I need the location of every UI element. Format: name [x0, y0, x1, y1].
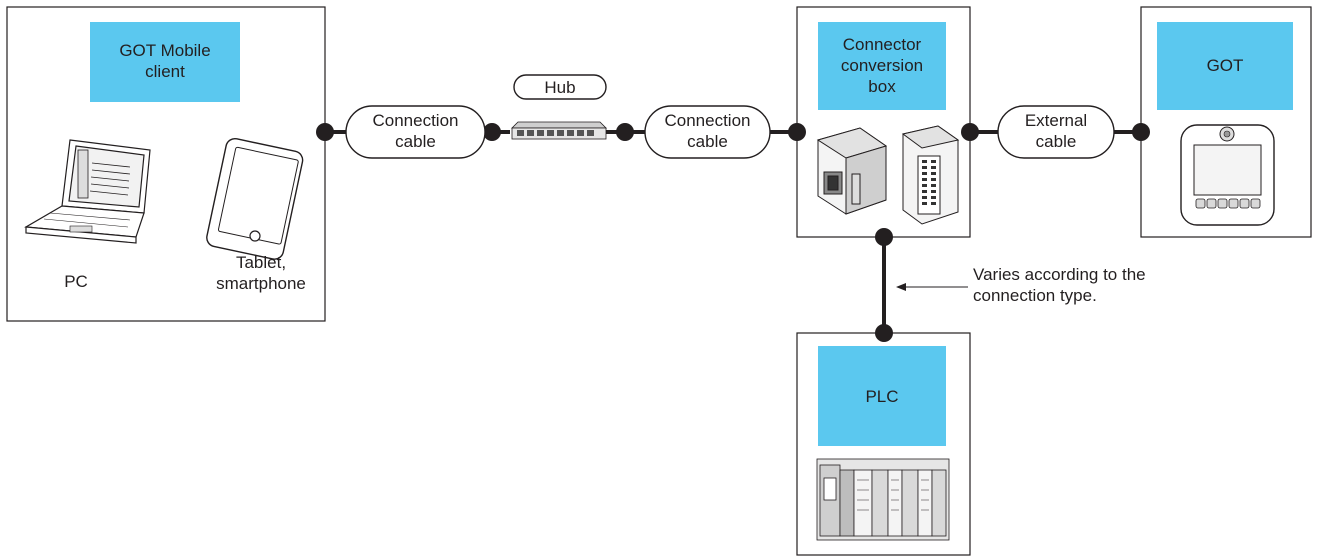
left-connection-cable	[345, 105, 486, 159]
note-line-1: Varies according to the	[973, 265, 1146, 284]
converter-title-line-3: box	[868, 77, 896, 96]
left-cable-line-2: cable	[395, 132, 436, 151]
got-title: GOT	[1206, 56, 1244, 75]
hub-label-pill	[513, 74, 607, 100]
converter-title-fill	[818, 22, 946, 110]
hub-icon	[511, 121, 607, 140]
client-title-line-2: client	[145, 62, 185, 81]
got-title-fill	[1157, 22, 1293, 110]
right-connection-cable	[644, 105, 771, 159]
converter-title: Connector conversion box	[818, 34, 946, 97]
connector-dots	[316, 123, 1150, 342]
converter-title-line-1: Connector	[842, 35, 922, 54]
tablet-label: Tablet, smartphone	[206, 252, 316, 294]
annotation-arrow	[896, 283, 968, 291]
client-title-line-1: GOT Mobile	[119, 41, 211, 60]
client-title-fill	[90, 22, 240, 102]
left-cable-line-1: Connection	[372, 111, 459, 130]
external-cable-label: External cable	[998, 110, 1114, 152]
hub-label: Hub	[544, 78, 576, 97]
connection-type-note: Varies according to the connection type.	[973, 264, 1146, 306]
laptop-icon	[24, 139, 151, 244]
right-cable-line-1: Connection	[664, 111, 751, 130]
connector-conversion-box-icon	[816, 125, 960, 225]
tablet-label-line-2: smartphone	[216, 274, 306, 293]
tablet-label-line-1: Tablet,	[235, 253, 287, 272]
tablet-icon	[206, 137, 304, 260]
client-title: GOT Mobile client	[90, 40, 240, 82]
external-cable-line-1: External	[1024, 111, 1088, 130]
right-cable-line-2: cable	[687, 132, 728, 151]
pc-label: PC	[64, 272, 88, 291]
external-cable	[997, 105, 1115, 159]
note-line-2: connection type.	[973, 286, 1097, 305]
converter-title-line-2: conversion	[840, 56, 924, 75]
left-connection-cable-label: Connection cable	[346, 110, 485, 152]
plc-rack-icon	[816, 458, 950, 541]
plc-title-fill	[818, 346, 946, 446]
external-cable-line-2: cable	[1035, 132, 1077, 151]
plc-title: PLC	[865, 387, 899, 406]
right-connection-cable-label: Connection cable	[645, 110, 770, 152]
got-terminal-icon	[1180, 124, 1275, 226]
